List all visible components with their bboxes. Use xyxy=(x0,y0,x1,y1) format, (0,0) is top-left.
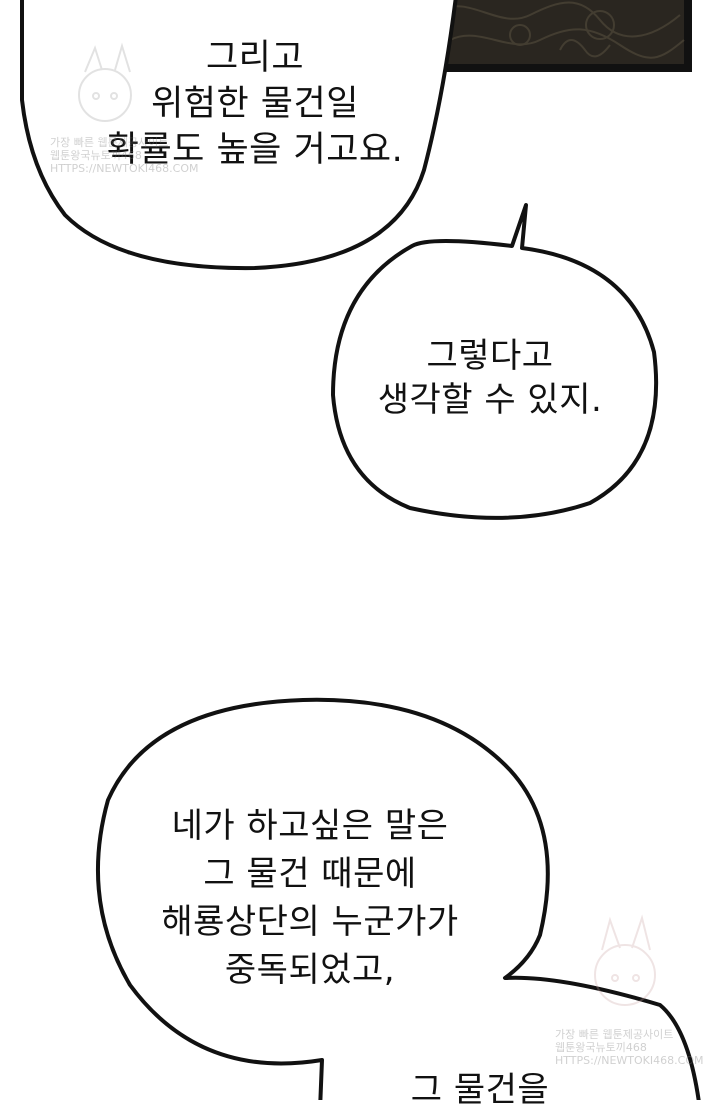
mascot-head-icon xyxy=(594,944,656,1006)
speech-bubble-3 xyxy=(96,697,701,1100)
bubble-line: 확률도 높을 거고요. xyxy=(106,130,404,170)
bubble-line: 네가 하고싶은 말은 xyxy=(171,806,449,846)
bubble-line: 생각할 수 있지. xyxy=(377,380,603,420)
ornament-pattern xyxy=(439,1,685,59)
bubble-1-text: 그리고 위험한 물건일 확률도 높을 거고요. xyxy=(70,35,440,173)
bubble-line: 그 물건 때문에 xyxy=(203,854,417,894)
speech-bubble-1 xyxy=(20,0,458,271)
bubble-line: 위험한 물건일 xyxy=(151,84,359,124)
watermark-mascot-1 xyxy=(78,42,132,122)
bubble-line: 해룡상단의 누군가가 xyxy=(161,902,459,942)
mascot-head-icon xyxy=(78,68,132,122)
bubble-line: 그 물건을 xyxy=(410,1070,550,1110)
bubble-line: 그리고 xyxy=(205,38,305,78)
bubble-line: 중독되었고, xyxy=(224,950,396,990)
bubble-4-text: 그 물건을 xyxy=(330,1066,630,1114)
watermark-mascot-2 xyxy=(594,914,656,1006)
bubble-line: 그렇다고 xyxy=(426,336,554,376)
bubble-3-text: 네가 하고싶은 말은 그 물건 때문에 해룡상단의 누군가가 중독되었고, xyxy=(110,802,510,994)
speech-bubble-2 xyxy=(331,203,659,520)
bubble-2-text: 그렇다고 생각할 수 있지. xyxy=(350,334,630,422)
